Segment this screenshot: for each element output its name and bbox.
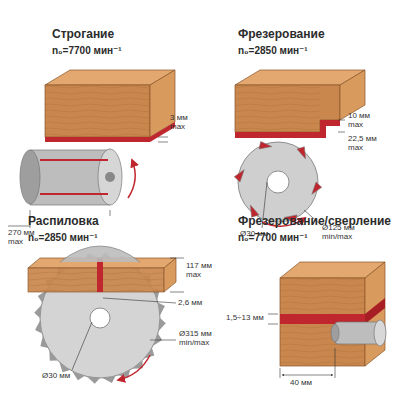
speed-value: n₀=7700 мин⁻¹ — [238, 232, 308, 243]
dimension-label: max — [348, 121, 363, 130]
saw-tooth — [34, 305, 41, 318]
saw-tooth — [159, 318, 166, 331]
dimension-label: max — [170, 123, 185, 132]
dimension-label: 3 мм — [170, 114, 188, 123]
cutter-tooth — [312, 182, 322, 194]
drilling-illustration — [268, 262, 386, 378]
operation-title: Распиловка — [28, 215, 99, 228]
sawing-illustration — [28, 246, 184, 384]
speed-value: n₀=7700 мин⁻¹ — [52, 45, 122, 56]
saw-tooth — [72, 371, 84, 380]
dimension-label: Ø315 мм — [179, 330, 212, 339]
operation-title: Фрезерование/сверление — [238, 215, 391, 228]
planing-illustration — [8, 70, 175, 228]
saw-tooth — [35, 321, 42, 334]
cutter-tooth — [259, 142, 272, 150]
saw-tooth — [158, 302, 165, 315]
saw-tooth — [40, 336, 48, 348]
cutter-tooth — [297, 147, 306, 159]
dimension-label: max — [186, 271, 201, 280]
cutter-tooth — [234, 170, 244, 182]
dimension-label: 10 мм — [348, 112, 370, 121]
dimension-label: max — [8, 238, 23, 247]
speed-value: n₀=2850 мин⁻¹ — [238, 45, 308, 56]
saw-tooth — [103, 376, 116, 383]
saw-tooth — [87, 377, 100, 384]
operation-title: Строгание — [52, 28, 114, 41]
dimension-label: min/max — [179, 339, 209, 348]
speed-value: n₀=2850 мин⁻¹ — [28, 232, 98, 243]
dimension-label: min/max — [322, 233, 352, 242]
dimension-label: 40 мм — [290, 379, 312, 388]
saw-tooth — [49, 350, 57, 361]
saw-tooth — [59, 362, 70, 372]
saw-tooth — [153, 334, 162, 346]
dimension-label: 2,6 мм — [178, 299, 202, 308]
dimension-label: max — [348, 144, 363, 153]
dimension-label: 117 мм — [186, 262, 212, 271]
dimension-label: Ø30 мм — [42, 372, 70, 381]
milling-illustration — [234, 70, 365, 228]
dimension-label: 22,5 мм — [348, 135, 377, 144]
dimension-label: 1,5÷13 мм — [226, 314, 264, 323]
operation-title: Фрезерование — [238, 28, 325, 41]
